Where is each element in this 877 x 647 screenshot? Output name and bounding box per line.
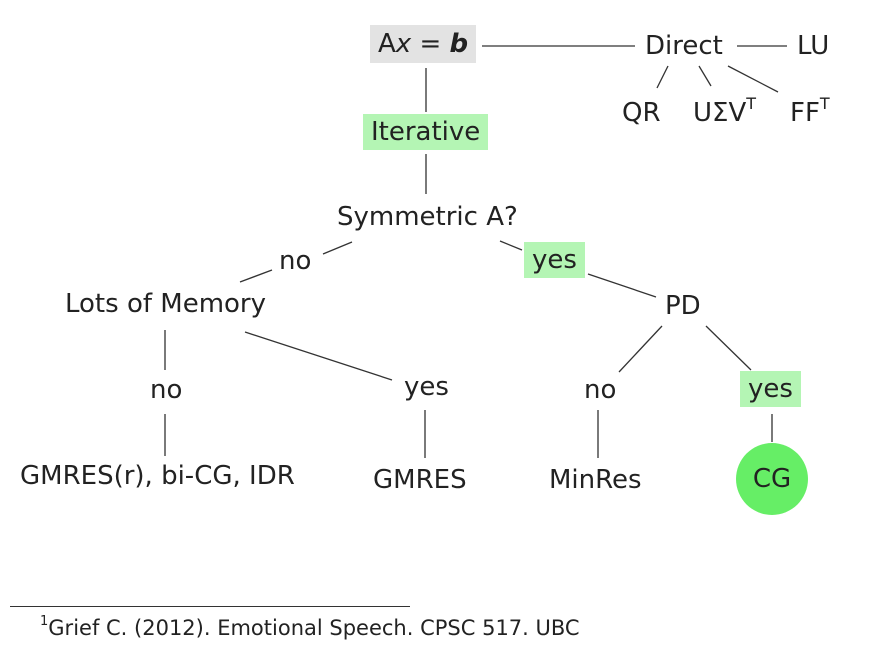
edge-symmetric-no: [322, 241, 353, 255]
fft-node: FFT: [790, 96, 830, 128]
memory-node: Lots of Memory: [65, 289, 267, 319]
iterative-node: Iterative: [363, 114, 489, 150]
pd-node: PD: [665, 291, 701, 321]
symmetric-no-label: no: [279, 246, 312, 276]
edge-direct-fft: [727, 65, 779, 93]
minres-node: MinRes: [549, 465, 642, 495]
edge-pd-yes: [705, 325, 752, 371]
fft-node-sup: T: [819, 94, 830, 113]
root-equation-x: x: [395, 29, 412, 59]
symmetric-node: Symmetric A?: [337, 202, 518, 232]
root-equation-equals: =: [411, 29, 450, 59]
gmres-node: GMRES: [373, 465, 467, 495]
root-equation-b: b: [449, 29, 469, 59]
footnote-text: Grief C. (2012). Emotional Speech. CPSC …: [48, 616, 580, 640]
usv-node: UΣVT: [693, 96, 756, 128]
edge-direct-usv: [698, 65, 712, 87]
edge-direct-qr: [656, 65, 669, 89]
fft-node-main: FF: [790, 98, 820, 128]
direct-node: Direct: [645, 31, 723, 61]
cg-node: CG: [736, 443, 808, 515]
edge-pd-no: [618, 325, 663, 373]
memory-yes-label: yes: [404, 372, 449, 402]
usv-node-sup: T: [746, 94, 757, 113]
pd-yes-label: yes: [740, 371, 801, 407]
footnote: 1Grief C. (2012). Emotional Speech. CPSC…: [40, 614, 580, 640]
edge-symmetric-yes: [499, 240, 523, 251]
memory-no-label: no: [150, 375, 183, 405]
footnote-marker: 1: [40, 614, 49, 629]
edge-memory-yes: [244, 331, 393, 381]
pd-no-label: no: [584, 375, 617, 405]
gmres-restart-node: GMRES(r), bi-CG, IDR: [20, 461, 295, 491]
root-equation: Ax = b: [370, 25, 477, 63]
symmetric-yes-label: yes: [524, 242, 585, 278]
qr-node: QR: [622, 98, 661, 128]
footnote-rule: [10, 606, 410, 607]
edge-yes-pd: [587, 273, 657, 298]
usv-node-main: UΣV: [693, 98, 747, 128]
lu-node: LU: [797, 31, 830, 61]
edge-no-memory: [239, 269, 273, 283]
root-equation-a: A: [378, 29, 396, 59]
